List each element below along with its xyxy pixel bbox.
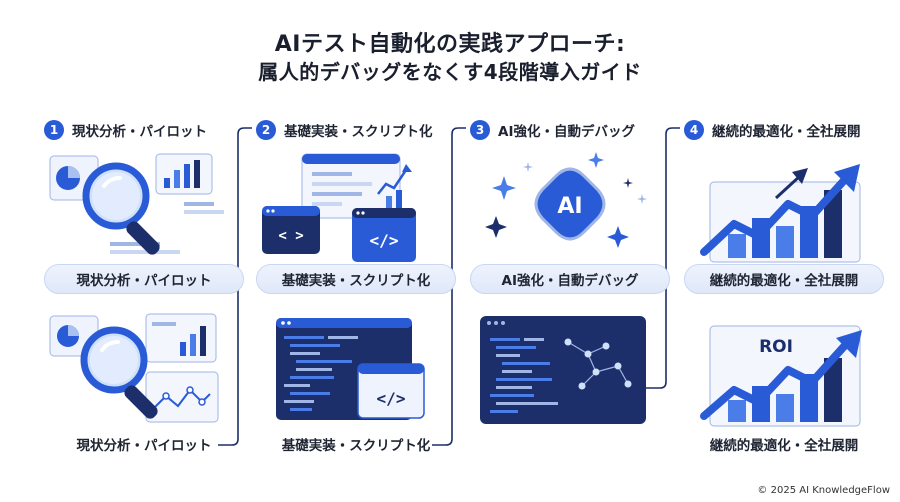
step-3-title: AI強化・自動デバッグ xyxy=(498,124,635,140)
code-tag-small: < > xyxy=(278,228,303,244)
ai-sparkle-icon: AI xyxy=(485,152,647,248)
step-3-heading: 3 AI強化・自動デバッグ xyxy=(470,120,635,140)
step-1-caption: 現状分析・パイロット xyxy=(76,438,212,454)
title-line-2: 属人的デバッグをなくす4段階導入ガイド xyxy=(258,60,642,84)
step-4-pill: 継続的最適化・全社展開 xyxy=(684,264,884,294)
step-3: 3 AI強化・自動デバッグ AI AI強化・自動デバッグ xyxy=(470,112,680,462)
step-2-title: 基礎実装・スクリプト化 xyxy=(284,124,433,140)
step-4-number: 4 xyxy=(684,120,704,140)
magnifier-analytics-icon xyxy=(49,313,219,423)
step-4: 4 継続的最適化・全社展開 継続的最適化・全社展開 ROI 継続的最適化・全社展… xyxy=(684,112,894,462)
step-4-caption: 継続的最適化・全社展開 xyxy=(709,438,859,454)
ai-badge-text: AI xyxy=(557,194,582,219)
step-1-pill: 現状分析・パイロット xyxy=(44,264,244,294)
roi-label: ROI xyxy=(759,337,793,357)
step-2-number: 2 xyxy=(256,120,276,140)
step-2-heading: 2 基礎実装・スクリプト化 xyxy=(256,120,433,140)
code-editor-icon: </> xyxy=(276,318,425,420)
copyright-text: © 2025 AI KnowledgeFlow xyxy=(757,485,890,496)
step-4-title: 継続的最適化・全社展開 xyxy=(712,124,861,140)
step-3-pill: AI強化・自動デバッグ xyxy=(470,264,670,294)
step-1-title: 現状分析・パイロット xyxy=(72,124,207,140)
growth-chart-icon xyxy=(700,164,861,263)
step-1-heading: 1 現状分析・パイロット xyxy=(44,120,207,140)
code-tag-large: </> xyxy=(370,231,399,250)
step-1: 1 現状分析・パイロット 現状分析・パイロット xyxy=(44,112,254,462)
code-tag-bottom: </> xyxy=(377,389,406,408)
step-2: 2 基礎実装・スクリプト化 < > </> 基礎実装・スクリプト化 xyxy=(256,112,466,462)
step-4-heading: 4 継続的最適化・全社展開 xyxy=(684,120,861,140)
magnifier-dashboard-icon xyxy=(49,153,224,255)
step-1-number: 1 xyxy=(44,120,64,140)
title-line-1: AIテスト自動化の実践アプローチ: xyxy=(274,32,626,57)
code-windows-icon: < > </> xyxy=(262,153,416,262)
step-3-number: 3 xyxy=(470,120,490,140)
step-2-caption: 基礎実装・スクリプト化 xyxy=(281,438,431,454)
roi-chart-icon: ROI xyxy=(700,325,862,427)
step-2-pill: 基礎実装・スクリプト化 xyxy=(256,264,456,294)
terminal-network-icon xyxy=(480,316,646,424)
